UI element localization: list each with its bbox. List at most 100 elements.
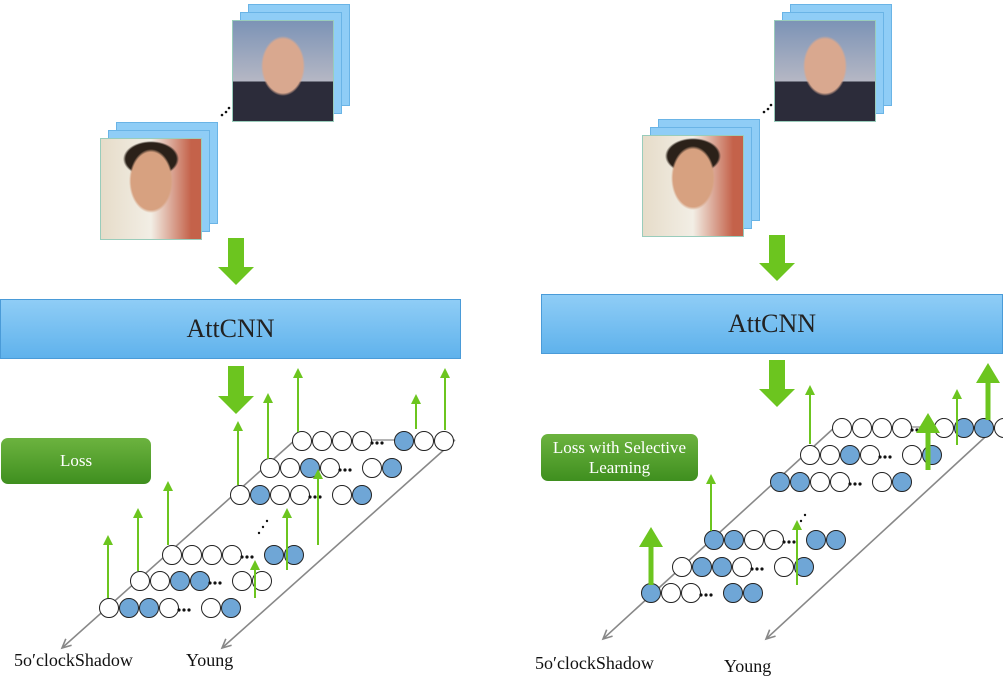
- ellipsis-dot: [187, 608, 191, 612]
- node-positive: [284, 545, 304, 565]
- node-negative: [832, 418, 852, 438]
- up-arrow-icon: [250, 560, 260, 570]
- down-arrow-icon: [218, 396, 254, 414]
- node-positive: [704, 530, 724, 550]
- down-arrow-icon: [759, 389, 795, 407]
- node-negative: [830, 472, 850, 492]
- node-negative: [810, 472, 830, 492]
- ellipsis-dot: [348, 468, 352, 472]
- node-negative: [162, 545, 182, 565]
- node-positive: [806, 530, 826, 550]
- node-negative: [201, 598, 221, 618]
- node-negative: [872, 418, 892, 438]
- loss-label: Loss: [59, 451, 93, 470]
- node-negative: [902, 445, 922, 465]
- node-negative: [99, 598, 119, 618]
- down-arrow-shaft: [769, 360, 785, 389]
- node-positive: [974, 418, 994, 438]
- node-positive: [712, 557, 732, 577]
- node-positive: [250, 485, 270, 505]
- node-positive: [394, 431, 414, 451]
- node-negative: [312, 431, 332, 451]
- node-positive: [382, 458, 402, 478]
- axis-label-attribute-left: 5o′clockShadow: [14, 650, 133, 670]
- ellipsis-dot: [878, 455, 882, 459]
- ellipsis-dot: [318, 495, 322, 499]
- ellipsis-dot: [265, 519, 269, 523]
- attcnn-block-right: AttCNN: [541, 294, 1003, 354]
- node-positive: [300, 458, 320, 478]
- node-negative: [130, 571, 150, 591]
- axis-line: [221, 439, 456, 649]
- ellipsis-dot: [750, 567, 754, 571]
- ellipsis-dot: [755, 567, 759, 571]
- up-arrow-icon: [163, 481, 173, 491]
- node-positive: [641, 583, 661, 603]
- loss-box-right: Loss with Selective Learning: [541, 434, 698, 481]
- down-arrow-icon: [218, 267, 254, 285]
- node-negative: [159, 598, 179, 618]
- up-arrow-icon: [952, 389, 962, 399]
- node-negative: [230, 485, 250, 505]
- axis-label-young-right: Young: [724, 656, 772, 676]
- node-positive: [724, 530, 744, 550]
- node-negative: [892, 418, 912, 438]
- node-negative: [732, 557, 752, 577]
- up-arrow-icon: [639, 527, 663, 547]
- node-negative: [860, 445, 880, 465]
- ellipsis-dot: [704, 593, 708, 597]
- ellipsis-dot: [769, 103, 773, 107]
- up-arrow-icon: [440, 368, 450, 378]
- up-arrow-icon: [133, 508, 143, 518]
- up-arrow-icon: [233, 421, 243, 431]
- up-arrow-icon: [805, 385, 815, 395]
- node-negative: [934, 418, 954, 438]
- node-negative: [414, 431, 434, 451]
- node-negative: [252, 571, 272, 591]
- ellipsis-dot: [760, 567, 764, 571]
- ellipsis-dot: [709, 593, 713, 597]
- ellipsis-dot: [261, 525, 265, 529]
- node-negative: [744, 530, 764, 550]
- ellipsis-dot: [213, 581, 217, 585]
- node-positive: [790, 472, 810, 492]
- down-arrow-icon: [759, 263, 795, 281]
- face-image-young: [642, 135, 744, 237]
- ellipsis-dot: [858, 482, 862, 486]
- node-negative: [320, 458, 340, 478]
- up-arrow-icon: [263, 393, 273, 403]
- ellipsis-dot: [853, 482, 857, 486]
- up-arrow-icon: [313, 469, 323, 479]
- node-negative: [362, 458, 382, 478]
- face-image-old: [232, 20, 334, 122]
- attcnn-block-left: AttCNN: [0, 299, 461, 359]
- axis-label-attribute-right: 5o′clockShadow: [535, 653, 654, 673]
- node-positive: [190, 571, 210, 591]
- node-positive: [139, 598, 159, 618]
- node-positive: [170, 571, 190, 591]
- node-negative: [260, 458, 280, 478]
- ellipsis-dot: [888, 455, 892, 459]
- node-positive: [119, 598, 139, 618]
- ellipsis-dot: [848, 482, 852, 486]
- node-negative: [820, 445, 840, 465]
- ellipsis-dot: [313, 495, 317, 499]
- up-arrow-icon: [976, 363, 1000, 383]
- node-negative: [292, 431, 312, 451]
- ellipsis-dot: [308, 495, 312, 499]
- node-positive: [743, 583, 763, 603]
- node-negative: [222, 545, 242, 565]
- node-negative: [661, 583, 681, 603]
- node-negative: [872, 472, 892, 492]
- node-negative: [150, 571, 170, 591]
- node-positive: [826, 530, 846, 550]
- node-positive: [352, 485, 372, 505]
- up-arrow-icon: [792, 520, 802, 530]
- node-positive: [892, 472, 912, 492]
- up-arrow-icon: [282, 508, 292, 518]
- up-arrow-icon: [293, 368, 303, 378]
- axis-arrowhead-icon: [220, 638, 232, 650]
- ellipsis-dot: [343, 468, 347, 472]
- ellipsis-dot: [218, 581, 222, 585]
